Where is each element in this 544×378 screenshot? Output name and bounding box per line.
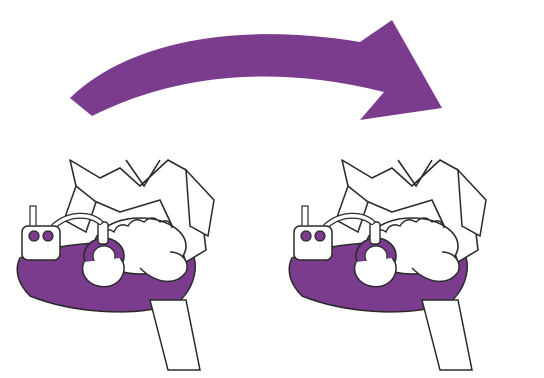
curved-arrow-icon bbox=[70, 20, 442, 120]
panel-after bbox=[289, 160, 486, 370]
panel-before bbox=[17, 160, 214, 370]
